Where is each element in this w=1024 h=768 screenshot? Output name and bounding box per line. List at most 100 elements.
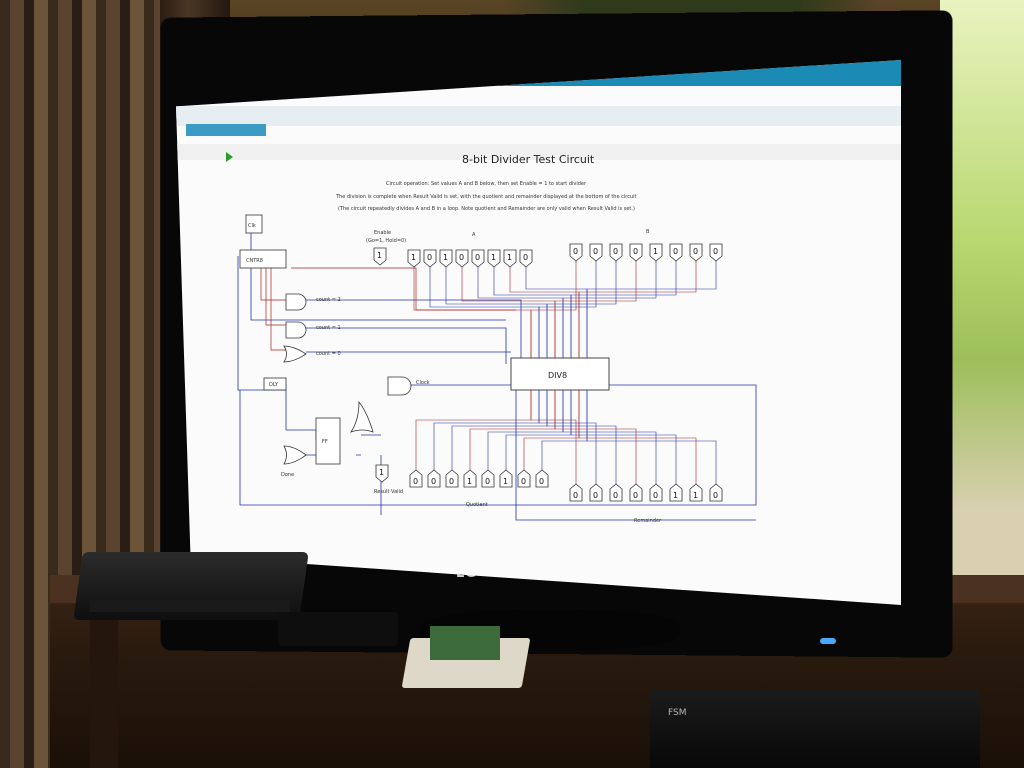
a-bit-switch-value: 1 [411,253,416,262]
bit-wire [586,390,717,484]
bit-wire [477,267,564,358]
bit-wire [487,390,564,470]
or-gate-icon [283,445,307,465]
enable-label: Enable [374,230,391,236]
circuit-diagram: 8-bit Divider Test Circuit Circuit opera… [237,153,757,524]
b-bit-switch[interactable]: 0 [689,243,703,262]
quotient-bit-probe-value: 0 [485,477,490,486]
quotient-bit-probe: 0 [445,469,459,488]
quotient-bit-probe-shape [445,469,459,488]
bit-wire [546,390,617,484]
b-bit-switch-value: 0 [633,247,638,256]
remainder-bit-probe: 1 [689,483,703,502]
quotient-bit-probe: 0 [427,469,441,488]
counter-label: CNTR8 [246,258,263,264]
remainder-bit-probe: 1 [669,483,683,502]
enable-switch[interactable]: 1 [373,247,387,266]
remainder-bit-probe-value: 1 [673,491,678,500]
quotient-bit-probe: 0 [409,469,423,488]
raspberry-pi-board [430,626,500,660]
bit-wire [570,390,677,484]
dly-box [263,377,287,391]
b-bit-switch-shape [649,243,663,262]
b-bit-switch-shape [629,243,643,262]
remainder-bit-probe-value: 0 [593,491,598,500]
b-bit-switch-value: 0 [613,247,618,256]
clk-box [245,214,263,234]
bit-wire [413,267,532,358]
dvd-brand-logo: FSM [668,708,687,718]
a-label: A [472,232,476,238]
b-bit-switch-shape [709,243,723,262]
nor-gate-icon [283,345,307,363]
bit-wire [530,261,577,358]
remainder-bit-probe-value: 0 [613,491,618,500]
b-bit-switch[interactable]: 0 [709,243,723,262]
bit-wire [530,390,577,484]
bit-wire [415,390,532,470]
remainder-bit-probe-shape [649,483,663,502]
b-bit-switch-shape [669,243,683,262]
remainder-bit-probe-value: 0 [653,491,658,500]
play-icon[interactable] [226,152,233,162]
b-bit-switch[interactable]: 0 [629,243,643,262]
bit-wire [509,267,580,358]
b-bit-switch[interactable]: 0 [569,243,583,262]
a-bit-switch-value: 1 [443,253,448,262]
b-bit-switch[interactable]: 1 [649,243,663,262]
a-bit-switch[interactable]: 0 [423,249,437,268]
remainder-bit-probe: 0 [589,483,603,502]
result-valid-value: 1 [379,468,384,477]
b-bit-switch[interactable]: 0 [609,243,623,262]
a-bit-switch[interactable]: 0 [471,249,485,268]
b-bit-switch-value: 0 [673,247,678,256]
b-bit-switch-value: 0 [713,247,718,256]
a-bit-switch[interactable]: 0 [519,249,533,268]
a-bit-switch[interactable]: 1 [503,249,517,268]
remainder-bit-probe-value: 0 [633,491,638,500]
remainder-bit-probe: 0 [649,483,663,502]
counter-box [239,249,287,269]
b-bit-switch-shape [589,243,603,262]
bit-wire [538,390,597,484]
bit-wire [433,390,540,470]
quotient-bit-probe-shape [499,469,513,488]
wiring [237,233,757,521]
tv-table-leg [90,603,118,768]
quotient-bit-probe-shape [409,469,423,488]
a-bit-switch[interactable]: 1 [487,249,501,268]
quotient-bit-probe-value: 0 [539,477,544,486]
bit-wire [570,261,677,358]
enable-value: 1 [377,251,382,260]
b-bit-switch[interactable]: 0 [669,243,683,262]
quotient-bit-probe-shape [427,469,441,488]
simulator-toolbar [176,144,901,160]
a-bit-switch[interactable]: 1 [439,249,453,268]
a-bit-switch-value: 1 [507,253,512,262]
bit-wire [538,261,597,358]
quotient-bit-probe-shape [517,469,531,488]
bit-wire [445,267,548,358]
browser-tab[interactable] [186,124,266,136]
window [940,0,1024,600]
count1-label: count = 1 [316,325,341,331]
b-bit-switch-value: 1 [653,247,658,256]
clk-label: Clk [248,223,256,229]
remainder-bit-probe-value: 0 [573,491,578,500]
a-bit-switch-shape [455,249,469,268]
bit-wire [554,261,637,358]
quotient-bit-probe-value: 0 [431,477,436,486]
b-bit-switch[interactable]: 0 [589,243,603,262]
document-title: 8-bit Divider Test Circuit [462,153,595,166]
remainder-bit-probe: 0 [569,483,583,502]
remainder-bit-probe: 0 [609,483,623,502]
quotient-bit-probe-value: 0 [413,477,418,486]
quotient-bit-probe-value: 1 [467,477,472,486]
a-bit-switch[interactable]: 0 [455,249,469,268]
a-bit-switch[interactable]: 1 [407,249,421,268]
enable-note: (Go=1, Hold=0) [366,238,406,244]
bit-wire [578,261,697,358]
bit-wire [493,267,572,358]
count2-label: count = 2 [316,297,341,303]
quotient-bit-probe: 1 [499,469,513,488]
